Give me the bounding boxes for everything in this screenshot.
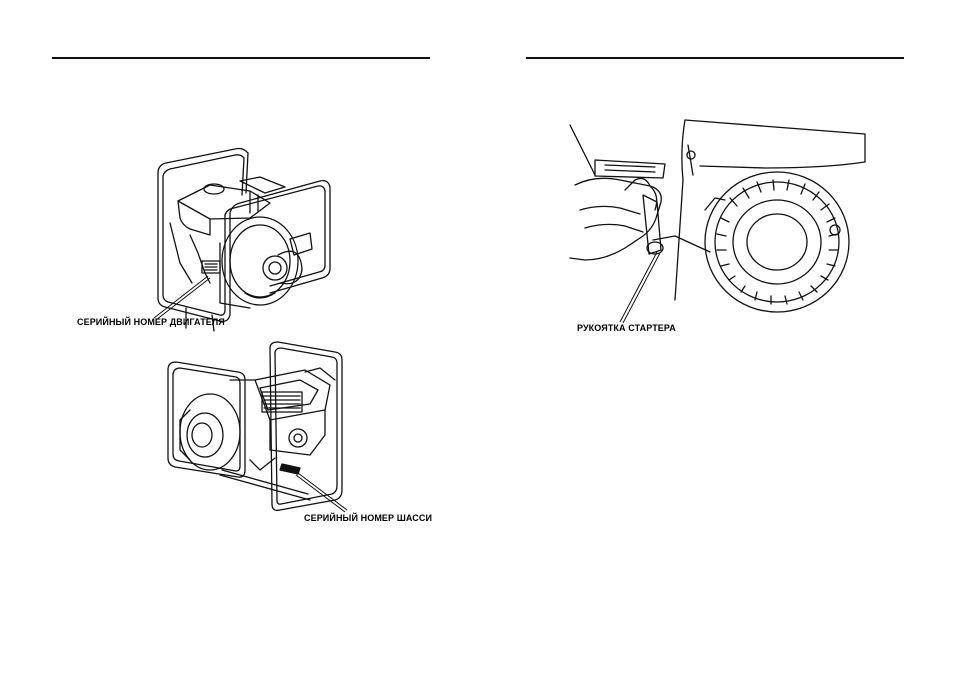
starter-grip-label: РУКОЯТКА СТАРТЕРА — [577, 323, 676, 333]
